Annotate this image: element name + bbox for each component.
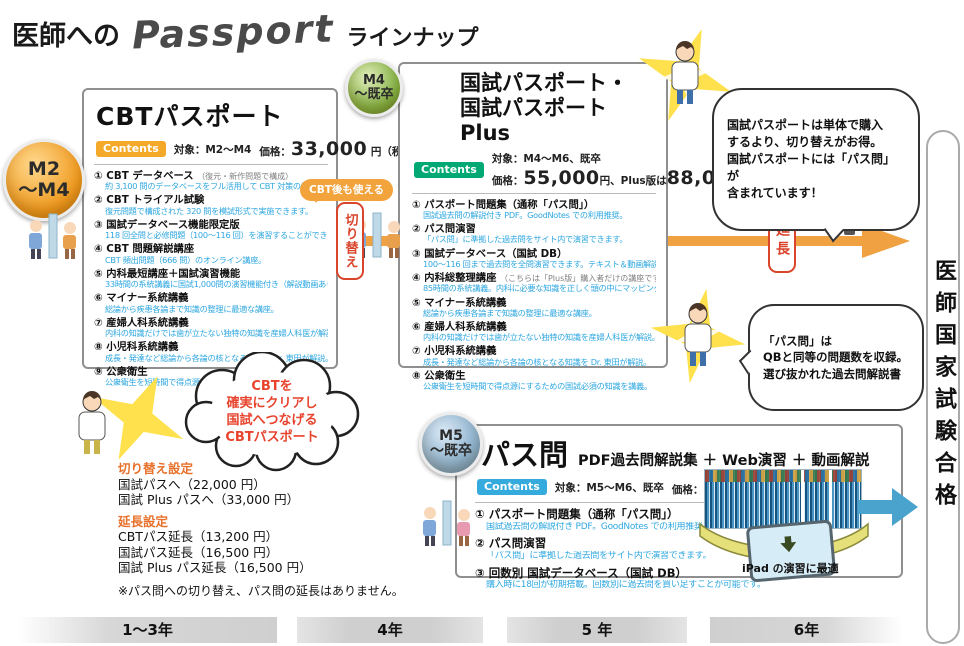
pasmon-target: 対象：M5〜M6、既卒 [554, 481, 664, 494]
timeline-bar-y5: 5 年 [507, 617, 687, 643]
settings-note: ※パス問への切り替え、パス問の延長はありません。 [118, 583, 404, 598]
feature-item: ② CBT トライアル試験復元問題で構成された 320 問を模試形式で実施できま… [94, 194, 313, 216]
cbt-after-bubble: CBT後も使える [300, 179, 394, 201]
feature-item: ⑧ 公衆衛生公衆衛生を短時間で得点源にするための国試必須の知識を講義。 [412, 369, 652, 392]
grade-badge-m2-m4: M2〜M4 [3, 139, 85, 221]
kokushi-passport-box: 国試パスポート・ 国試パスポートPlus Contents 対象：M4〜M6、既… [398, 62, 799, 391]
feature-item: ⑧ 小児科系統講義成長・発達など総論から各論の核となる知識を Dr. 東田が解説… [94, 341, 328, 363]
cbt-contents-badge: Contents [96, 141, 166, 157]
doctor-illustration [684, 303, 712, 366]
cbt-title: CBTパスポート [96, 102, 284, 131]
extend-setting-line: 国試 Plus パス延長（16,500 円） [118, 560, 312, 575]
extend-setting-line: 国試パス延長（16,500 円） [118, 544, 279, 560]
students-illustration [29, 213, 76, 259]
feature-item: ② パス問演習「パス問」に準拠した過去問をサイト内で演習できます。 [412, 223, 628, 245]
feature-item: ⑥ マイナー系統講義総論から疾患各論まで知識の整理に最適な講座。 [94, 292, 279, 314]
divider [94, 164, 328, 165]
doctor-illustration [671, 41, 699, 104]
grade-badge-m5-grad: M5〜既卒 [419, 412, 483, 476]
students-illustration [423, 500, 470, 546]
timeline-bar-y1-3: 1〜3年 [18, 617, 277, 643]
extend-settings-title: 延長設定 [118, 513, 169, 529]
passport-logo: Passport [131, 6, 336, 58]
feature-item: ⑤ マイナー系統講義総論から疾患各論まで知識の整理に最適な講座。 [412, 296, 597, 318]
kokushi-target: 対象：M4〜M6、既卒 [491, 152, 601, 165]
pasmon-contents-badge: Contents [477, 479, 547, 495]
title-prefix: 医師への [12, 21, 120, 52]
feature-item: ① パスポート問題集（通称「パス問」）国試過去問の解説付き PDF。GoodNo… [475, 508, 712, 532]
feature-item: ⑥ 産婦人科系統講義内科の知識だけでは歯が立たない独特の知識を産婦人科医が解説。 [412, 320, 656, 343]
page-title: 医師への Passport ラインナップ [12, 6, 479, 57]
goal-banner: 医師国家試験合格 [926, 130, 960, 644]
feature-item: ④ 内科総整理講座 （こちらは「Plus版」購入者だけの講座です）85時間の系統… [412, 272, 656, 294]
pasmon-subtitle: PDF過去問解説集 ＋ Web演習 ＋ 動画解説 [578, 453, 870, 469]
feature-item: ⑦ 産婦人科系統講義内科の知識だけでは歯が立たない独特の知識を産婦人科医が解説。 [94, 316, 328, 339]
cbt-passport-box: CBTパスポート Contents 対象：M2〜M4 価格：33,000 円（税… [82, 88, 423, 387]
kokushi-title: 国試パスポート・ 国試パスポートPlus [460, 71, 628, 146]
books-illustration [704, 469, 862, 529]
doctor-illustration [78, 391, 106, 454]
cloud-bubble-cbt: CBTを 確実にクリアし 国試へつなげる CBTパスポート [184, 352, 360, 472]
ipad-caption: iPad の演習に最適 [742, 562, 839, 575]
speech-bubble-pasmon: 「パス問」は QBと同等の問題数を収録。 選び抜かれた過去問解説書 [738, 304, 924, 412]
pasmon-title: パス問 [481, 438, 569, 472]
pasmon-box: パス問 PDF過去問解説集 ＋ Web演習 ＋ 動画解説 Contents 対象… [455, 424, 903, 590]
feature-item: ③ 国試データベース（国試 DB）100〜116 回まで過去問を全問演習できます… [412, 247, 656, 269]
switch-setting-line: 国試パスへ（22,000 円） [118, 476, 266, 492]
kokushi-contents-badge: Contents [414, 161, 484, 178]
divider [475, 502, 775, 503]
timeline-bar-y6: 6年 [710, 617, 903, 643]
extend-setting-line: CBTパス延長（13,200 円） [118, 529, 279, 544]
speech-bubble-kokushi: 国試パスポートは単体で購入 するより、切り替えがお得。 国試パスポートには「パス… [712, 88, 920, 243]
bubble-tail [738, 349, 760, 375]
switch-label: 切り替え [336, 202, 364, 280]
timeline-bar-y4: 4年 [297, 617, 483, 643]
settings-block: 切り替え設定 国試パスへ（22,000 円） 国試 Plus パスへ（33,00… [118, 461, 404, 599]
feature-item: ③ 回数別 国試データベース（国試 DB）購入時に18回が初期搭載。回数別に過去… [475, 566, 765, 591]
cbt-target: 対象：M2〜M4 [173, 143, 252, 156]
feature-item: ② パス問演習「パス問」に準拠した過去問をサイト内で演習できます。 [475, 537, 712, 561]
feature-item: ① CBT データベース （復元・新作問題で構成）約 3,100 問のデータベー… [94, 170, 328, 192]
cloud-shape [184, 352, 360, 472]
divider [412, 192, 656, 194]
grade-badge-m4-grad: M4〜既卒 [345, 59, 403, 117]
feature-item: ① パスポート問題集（通称「パス問」）国試過去問の解説付き PDF。GoodNo… [412, 198, 628, 220]
blue-arrow-icon [858, 488, 918, 526]
switch-settings-title: 切り替え設定 [118, 461, 194, 476]
switch-setting-line: 国試 Plus パスへ（33,000 円） [118, 492, 300, 507]
title-suffix: ラインナップ [346, 26, 479, 51]
feature-item: ⑦ 小児科系統講義成長・発達など総論から各論の核となる知識を Dr. 東田が解説… [412, 345, 651, 367]
